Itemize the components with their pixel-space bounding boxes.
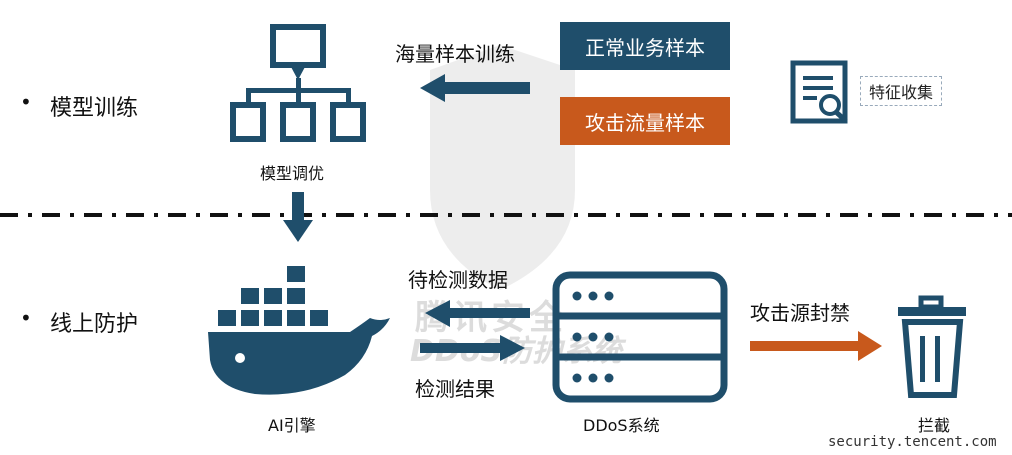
normal-samples-box: 正常业务样本	[560, 22, 730, 70]
detection-result-label: 检测结果	[415, 377, 495, 401]
training-bullet: •	[20, 90, 32, 114]
ai-engine-label: AI引擎	[268, 416, 316, 435]
block-arrow-label: 攻击源封禁	[750, 301, 850, 325]
online-bullet: •	[20, 306, 32, 330]
intercept-label: 拦截	[918, 416, 951, 435]
attack-samples-box: 攻击流量样本	[560, 97, 730, 145]
training-arrow-label: 海量样本训练	[395, 42, 515, 66]
model-tuning-label: 模型调优	[260, 164, 325, 183]
ddos-system-label: DDoS系统	[583, 416, 660, 435]
watermark-site: security.tencent.com	[828, 434, 997, 450]
online-section-label: 线上防护	[50, 312, 139, 337]
to-detect-label: 待检测数据	[408, 268, 508, 292]
training-section-label: 模型训练	[50, 96, 139, 121]
feature-collection-label: 特征收集	[860, 76, 943, 106]
